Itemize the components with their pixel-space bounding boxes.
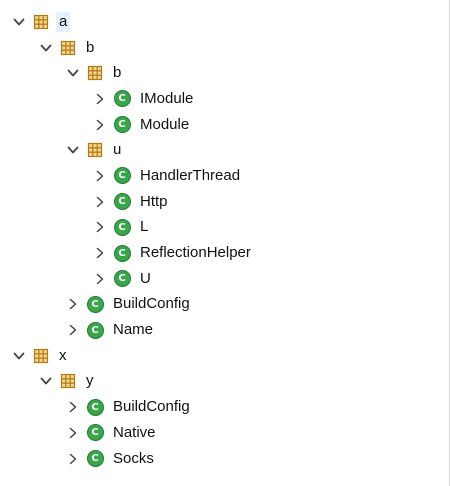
class-icon: C — [113, 244, 131, 262]
tree-item-label: Socks — [113, 449, 154, 467]
package-icon — [59, 39, 77, 57]
tree-row-class[interactable]: C Module — [0, 112, 440, 138]
tree-item-label: Native — [113, 423, 156, 441]
tree-row-class[interactable]: C Name — [0, 317, 440, 343]
tree-row-class[interactable]: C IModule — [0, 86, 440, 112]
chevron-right-icon[interactable] — [64, 450, 82, 468]
chevron-right-icon[interactable] — [64, 398, 82, 416]
class-glyph: C — [113, 193, 131, 211]
class-glyph: C — [113, 218, 131, 236]
tree-row-package[interactable]: a — [0, 9, 440, 35]
class-glyph: C — [113, 90, 131, 108]
tree-row-class[interactable]: C BuildConfig — [0, 394, 440, 420]
tree-row-package[interactable]: b — [0, 35, 440, 61]
class-glyph: C — [113, 167, 131, 185]
chevron-down-icon[interactable] — [10, 347, 28, 365]
chevron-right-icon[interactable] — [64, 321, 82, 339]
class-icon: C — [86, 450, 104, 468]
package-icon — [59, 372, 77, 390]
chevron-right-icon[interactable] — [91, 90, 109, 108]
class-icon: C — [113, 167, 131, 185]
chevron-right-icon[interactable] — [91, 193, 109, 211]
chevron-right-icon[interactable] — [64, 295, 82, 313]
tree-row-class[interactable]: C Native — [0, 420, 440, 446]
class-glyph: C — [86, 295, 104, 313]
tree-row-package[interactable]: b — [0, 60, 440, 86]
class-icon: C — [113, 116, 131, 134]
chevron-down-icon[interactable] — [64, 64, 82, 82]
chevron-down-icon[interactable] — [10, 13, 28, 31]
class-glyph: C — [86, 450, 104, 468]
chevron-down-icon[interactable] — [64, 141, 82, 159]
package-icon — [86, 141, 104, 159]
tree-row-class[interactable]: C ReflectionHelper — [0, 240, 440, 266]
class-icon: C — [86, 398, 104, 416]
package-icon — [32, 13, 50, 31]
chevron-right-icon[interactable] — [91, 218, 109, 236]
chevron-right-icon[interactable] — [91, 244, 109, 262]
class-icon: C — [113, 193, 131, 211]
tree-item-label: ReflectionHelper — [140, 244, 251, 262]
tree-row-class[interactable]: C BuildConfig — [0, 292, 440, 318]
class-glyph: C — [113, 244, 131, 262]
class-glyph: C — [86, 424, 104, 442]
tree-item-label: BuildConfig — [113, 295, 190, 313]
package-icon — [86, 64, 104, 82]
class-icon: C — [113, 90, 131, 108]
class-glyph: C — [113, 270, 131, 288]
tree-row-package[interactable]: u — [0, 137, 440, 163]
tree-item-label: BuildConfig — [113, 398, 190, 416]
tree-row-class[interactable]: C Http — [0, 189, 440, 215]
tree-item-label: x — [59, 346, 67, 364]
tree-item-label: U — [140, 269, 151, 287]
tree-item-label: Name — [113, 321, 154, 339]
tree-row-package[interactable]: x — [0, 343, 440, 369]
class-icon: C — [86, 424, 104, 442]
class-glyph: C — [113, 116, 131, 134]
tree-item-label: a — [56, 11, 71, 32]
class-glyph: C — [86, 321, 104, 339]
package-icon — [32, 347, 50, 365]
class-icon: C — [86, 321, 104, 339]
chevron-right-icon[interactable] — [64, 424, 82, 442]
tree-item-label: L — [140, 218, 149, 236]
tree-item-label: IModule — [140, 89, 194, 107]
class-icon: C — [86, 295, 104, 313]
tree-row-package[interactable]: y — [0, 369, 440, 395]
tree-row-class[interactable]: C Socks — [0, 446, 440, 472]
chevron-down-icon[interactable] — [37, 372, 55, 390]
class-icon: C — [113, 270, 131, 288]
chevron-right-icon[interactable] — [91, 116, 109, 134]
chevron-down-icon[interactable] — [37, 39, 55, 57]
tree-row-class[interactable]: C HandlerThread — [0, 163, 440, 189]
tree-item-label: Http — [140, 192, 168, 210]
tree-item-label: HandlerThread — [140, 166, 241, 184]
chevron-right-icon[interactable] — [91, 167, 109, 185]
tree-item-label: b — [86, 38, 95, 56]
class-icon: C — [113, 218, 131, 236]
class-glyph: C — [86, 398, 104, 416]
tree-item-label: y — [86, 372, 94, 390]
tree-item-label: u — [113, 141, 122, 159]
tree-item-label: Module — [140, 115, 190, 133]
chevron-right-icon[interactable] — [91, 270, 109, 288]
tree-item-label: b — [113, 64, 122, 82]
